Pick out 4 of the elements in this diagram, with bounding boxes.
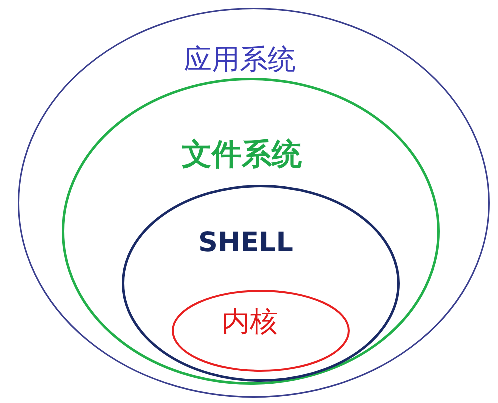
layer-label: 应用系统: [184, 42, 296, 78]
layer-label: SHELL: [198, 228, 294, 258]
layer-label: 文件系统: [182, 136, 302, 174]
layer-label: 内核: [222, 304, 278, 340]
